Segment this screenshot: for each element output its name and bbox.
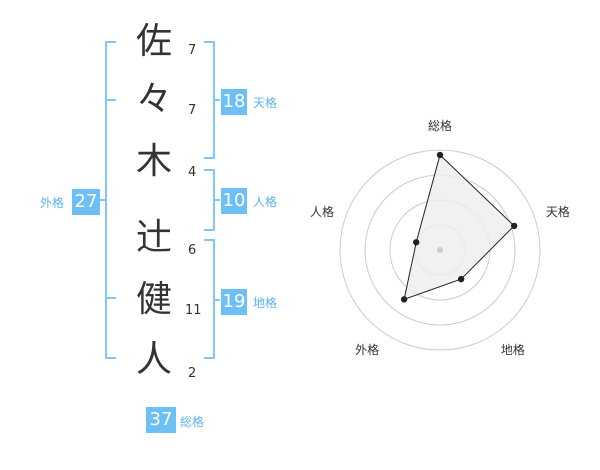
radar-axis-label-1: 総格 [427, 119, 453, 133]
radar-center-dot [437, 247, 443, 253]
name-char-2: 々 [135, 79, 172, 120]
bracket-gaikaku [100, 41, 116, 359]
jinkaku-label: 人格 [253, 195, 278, 209]
stroke-count-4: 6 [188, 243, 197, 258]
name-char-6: 人 [135, 339, 172, 380]
soukaku-label: 総格 [180, 415, 205, 429]
chikaku-badge: 19 [221, 289, 247, 315]
radar-ring-4 [339, 149, 541, 351]
bracket-tenkaku [204, 41, 220, 159]
radar-axis-label-5: 人格 [310, 204, 335, 219]
name-char-4: 辻 [135, 217, 172, 258]
radar-point-4 [400, 296, 408, 303]
radar-axis-label-3: 地格 [500, 343, 525, 358]
radar-axis-label-4: 外格 [355, 343, 380, 358]
gaikaku-badge: 27 [72, 189, 100, 215]
bracket-jinkaku [204, 169, 220, 231]
radar-point-5 [413, 239, 420, 246]
jinkaku-badge: 10 [221, 188, 247, 214]
stroke-count-6: 2 [188, 366, 197, 381]
stroke-count-1: 7 [188, 43, 197, 58]
soukaku-badge: 37 [146, 407, 176, 433]
stroke-count-2: 7 [188, 103, 197, 118]
gaikaku-label: 外格 [40, 196, 65, 210]
radar-series-polygon [403, 154, 515, 301]
tenkaku-badge: 18 [221, 89, 247, 115]
name-char-3: 木 [135, 141, 172, 182]
bracket-chikaku [204, 239, 220, 359]
name-char-1: 佐 [135, 21, 172, 62]
stroke-count-5: 11 [185, 303, 202, 318]
chikaku-label: 地格 [253, 296, 278, 310]
radar-axis-label-2: 天格 [545, 204, 570, 219]
radar-point-2 [510, 222, 518, 230]
name-char-5: 健 [135, 279, 172, 320]
radar-point-3 [457, 275, 465, 283]
tenkaku-label: 天格 [253, 96, 278, 110]
stroke-count-3: 4 [188, 165, 197, 180]
radar-point-1 [436, 151, 444, 159]
